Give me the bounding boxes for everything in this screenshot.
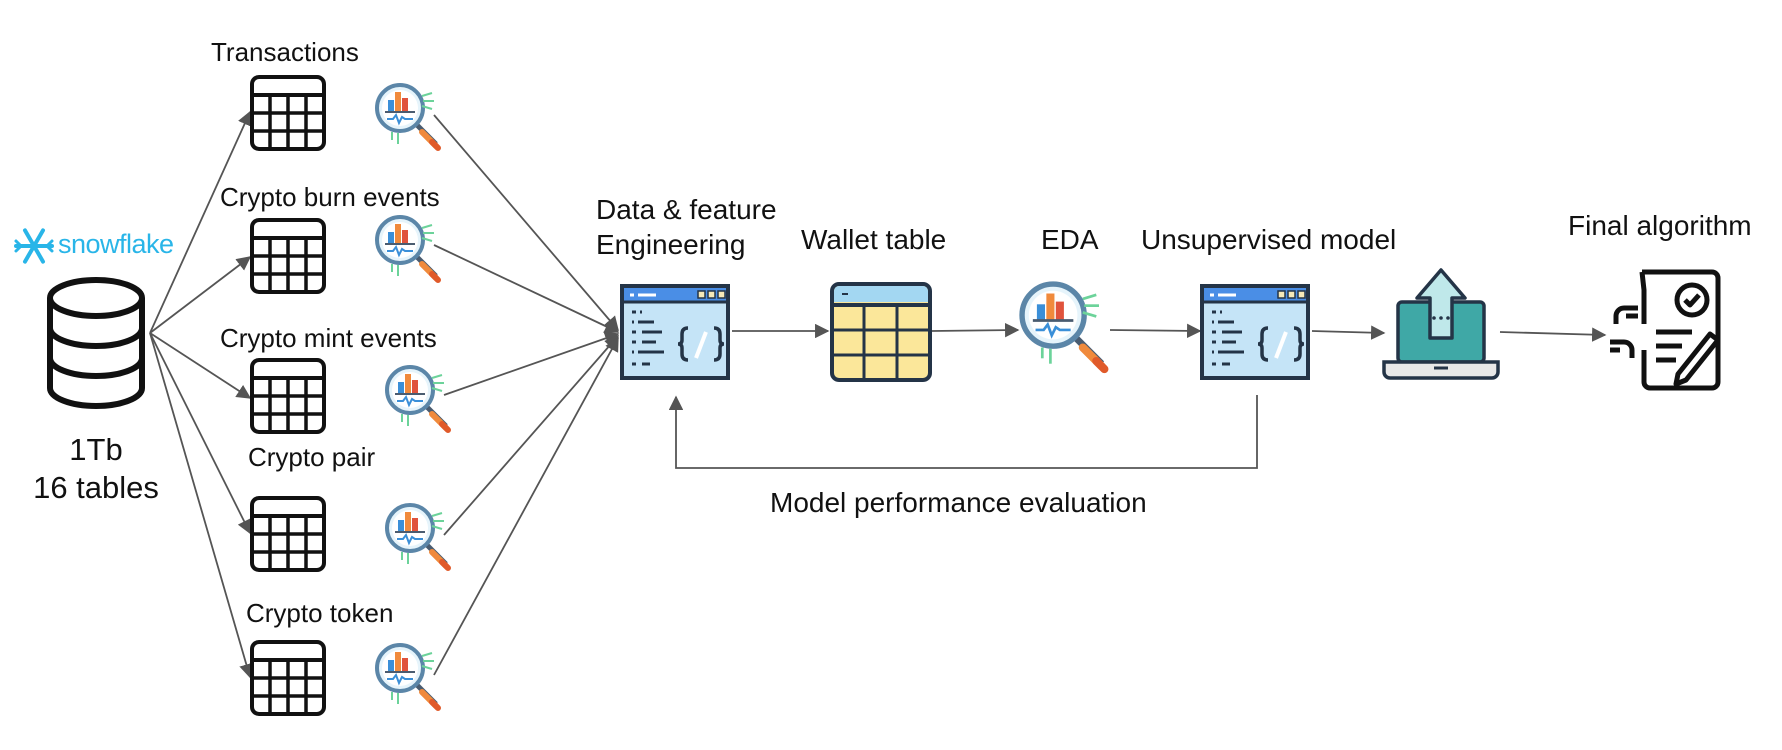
arrow-deploy-to-final (1499, 327, 1607, 342)
code-window-icon-engineering (620, 284, 730, 380)
arrow-mag2-to-engineering (433, 244, 620, 333)
snowflake-logo-text: snowflake (58, 229, 174, 259)
arrow-mag5-to-engineering (433, 336, 619, 676)
arrow-to-mint (149, 332, 252, 399)
feedback-label: Model performance evaluation (770, 487, 1147, 518)
magnifier-analytics-icon-5 (377, 645, 438, 708)
source-size-label: 1Tb (69, 432, 123, 467)
snowflake-icon (14, 228, 54, 264)
arrow-eda-to-model (1109, 323, 1202, 339)
wallet-table-label: Wallet table (801, 224, 947, 255)
pipeline-arrows (732, 322, 1607, 342)
magnifier-analytics-icon-1 (377, 85, 438, 148)
converge-arrows (433, 114, 620, 676)
table-label-mint: Crypto mint events (220, 323, 437, 353)
table-label-burn: Crypto burn events (220, 182, 440, 212)
magnifier-analytics-icon-3 (387, 367, 448, 430)
table-label-transactions: Transactions (211, 37, 359, 67)
table-icon-burn (250, 218, 326, 294)
laptop-upload-icon (1382, 268, 1500, 380)
signed-document-icon (1610, 269, 1721, 391)
arrow-model-to-deploy (1311, 325, 1386, 340)
magnifier-analytics-icon-2 (377, 217, 438, 280)
feedback-loop-arrow (668, 395, 1258, 469)
arrow-wallet-to-eda (931, 322, 1020, 338)
arrow-mag1-to-engineering (433, 114, 619, 332)
table-label-token: Crypto token (246, 598, 394, 628)
table-icon-mint (250, 358, 326, 434)
arrow-to-transactions (149, 110, 252, 334)
table-icon-transactions (250, 75, 326, 151)
fanout-arrows (149, 110, 254, 679)
data-feature-label-line1: Data & feature (596, 194, 777, 225)
eda-label: EDA (1041, 224, 1099, 255)
table-icon-pair (250, 496, 326, 572)
arrow-to-pair (149, 332, 251, 535)
final-algorithm-label: Final algorithm (1568, 210, 1752, 241)
unsupervised-model-label: Unsupervised model (1141, 224, 1397, 255)
table-icon-token (250, 640, 326, 716)
arrow-mag4-to-engineering (443, 334, 619, 536)
magnifier-analytics-icon-eda (1022, 284, 1104, 369)
source-tables-label: 16 tables (33, 470, 159, 505)
code-window-icon-model (1200, 284, 1310, 380)
data-feature-label-line2: Engineering (596, 229, 746, 260)
arrow-mag3-to-engineering (443, 331, 620, 396)
magnifier-analytics-icon-4 (387, 505, 448, 568)
spreadsheet-icon (830, 282, 932, 382)
table-label-pair: Crypto pair (248, 442, 376, 472)
database-icon (47, 277, 145, 409)
arrow-to-burn (149, 256, 252, 334)
arrow-to-token (149, 332, 254, 679)
